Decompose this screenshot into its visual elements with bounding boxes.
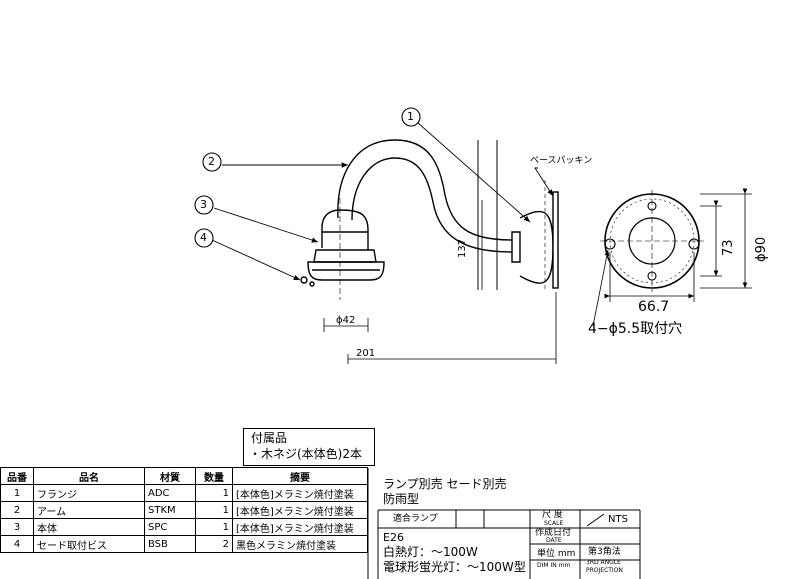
- unit-label-jp: 単位 mm: [537, 549, 576, 559]
- side-dimensions: [323, 200, 557, 364]
- hole-pitch-horizontal-dimension: 66.7: [638, 299, 670, 315]
- projection-label-jp: 第3角法: [588, 547, 621, 557]
- parts-table-header: 品番 品名 材質 数量 摘要: [0, 467, 368, 485]
- cell-part-name: アーム: [33, 501, 145, 519]
- cell-quantity: 1: [195, 518, 233, 536]
- flange-diameter-dimension: ϕ90: [754, 236, 769, 262]
- header-part-name: 品名: [33, 467, 145, 485]
- header-remarks: 摘要: [232, 467, 368, 485]
- notes-line-2: 防雨型: [383, 492, 420, 506]
- cell-part-no: 1: [0, 484, 34, 502]
- cell-material: ADC: [144, 484, 196, 502]
- header-material: 材質: [144, 467, 196, 485]
- cell-part-name: フランジ: [33, 484, 145, 502]
- arm: [337, 139, 513, 253]
- lamp-spec-2: 電球形蛍光灯：〜100W型: [383, 560, 526, 574]
- cell-part-no: 2: [0, 501, 34, 519]
- cell-quantity: 1: [195, 501, 233, 519]
- header-quantity: 数量: [195, 467, 233, 485]
- lamp-body: [300, 198, 385, 300]
- base-packing-leader: [534, 167, 554, 197]
- cell-quantity: 1: [195, 484, 233, 502]
- hole-pitch-vertical-dimension: 73: [721, 239, 736, 256]
- callout-4: [194, 228, 214, 248]
- accessories-item: ・木ネジ(本体色)2本: [249, 447, 362, 461]
- scale-value: NTS: [608, 514, 628, 525]
- notes-line-1: ランプ別売 セード別売: [383, 477, 507, 491]
- projection-label-en-2: PROJECTION: [586, 567, 623, 574]
- cell-remarks: [本体色]メラミン焼付塗装: [232, 501, 368, 519]
- front-dimensions: [592, 188, 752, 327]
- unit-label-en: DIM IN mm: [537, 562, 571, 569]
- date-label-jp: 作成日付: [535, 528, 572, 538]
- flange-side-view: [477, 140, 559, 290]
- lamp-header: 適合ランプ: [393, 514, 438, 524]
- accessories-title: 付属品: [251, 431, 288, 445]
- parts-table: 品番 品名 材質 数量 摘要 1 フランジ ADC 1 [本体色]メラミン焼付塗…: [0, 467, 368, 553]
- cell-remarks: [本体色]メラミン焼付塗装: [232, 484, 368, 502]
- callout-label-2: 2: [208, 155, 215, 168]
- callout-3: [194, 195, 214, 215]
- callout-label-4: 4: [200, 231, 207, 244]
- lamp-spec-1: 白熱灯：〜100W: [383, 545, 478, 559]
- cell-remarks: 黒色メラミン焼付塗装: [232, 535, 368, 553]
- date-label-en: DATE: [546, 537, 562, 544]
- socket-type: E26: [383, 531, 404, 544]
- base-packing-label: ベースパッキン: [530, 156, 593, 166]
- cell-part-name: 本体: [33, 518, 145, 536]
- table-row: 4 セード取付ビス BSB 2 黒色メラミン焼付塗装: [0, 535, 368, 553]
- projection-label-en-1: 3RD ANGLE: [586, 559, 621, 566]
- shade-diameter-dimension: ϕ42: [336, 315, 356, 326]
- cell-quantity: 2: [195, 535, 233, 553]
- flange-front-view: [600, 190, 704, 292]
- header-part-no: 品番: [0, 467, 34, 485]
- accessories-box: [243, 428, 375, 466]
- cell-material: STKM: [144, 501, 196, 519]
- callout-circles: [194, 107, 421, 248]
- height-dimension: 137: [457, 238, 468, 258]
- cell-part-no: 4: [0, 535, 34, 553]
- scale-label-jp: 尺 度: [542, 510, 563, 520]
- callout-2: [202, 152, 222, 172]
- cell-part-name: セード取付ビス: [33, 535, 145, 553]
- mounting-holes-label: 4−ϕ5.5取付穴: [588, 321, 683, 337]
- callout-leaders: [211, 122, 531, 281]
- cell-material: SPC: [144, 518, 196, 536]
- table-row: 2 アーム STKM 1 [本体色]メラミン焼付塗装: [0, 501, 368, 519]
- cell-part-no: 3: [0, 518, 34, 536]
- cell-material: BSB: [144, 535, 196, 553]
- callout-1: [401, 107, 421, 127]
- callout-label-3: 3: [200, 198, 207, 211]
- cell-remarks: [本体色]メラミン焼付塗装: [232, 518, 368, 536]
- length-dimension: 201: [356, 348, 376, 359]
- scale-label-en: SCALE: [544, 520, 564, 527]
- callout-label-1: 1: [407, 110, 414, 123]
- table-row: 1 フランジ ADC 1 [本体色]メラミン焼付塗装: [0, 484, 368, 502]
- table-row: 3 本体 SPC 1 [本体色]メラミン焼付塗装: [0, 518, 368, 536]
